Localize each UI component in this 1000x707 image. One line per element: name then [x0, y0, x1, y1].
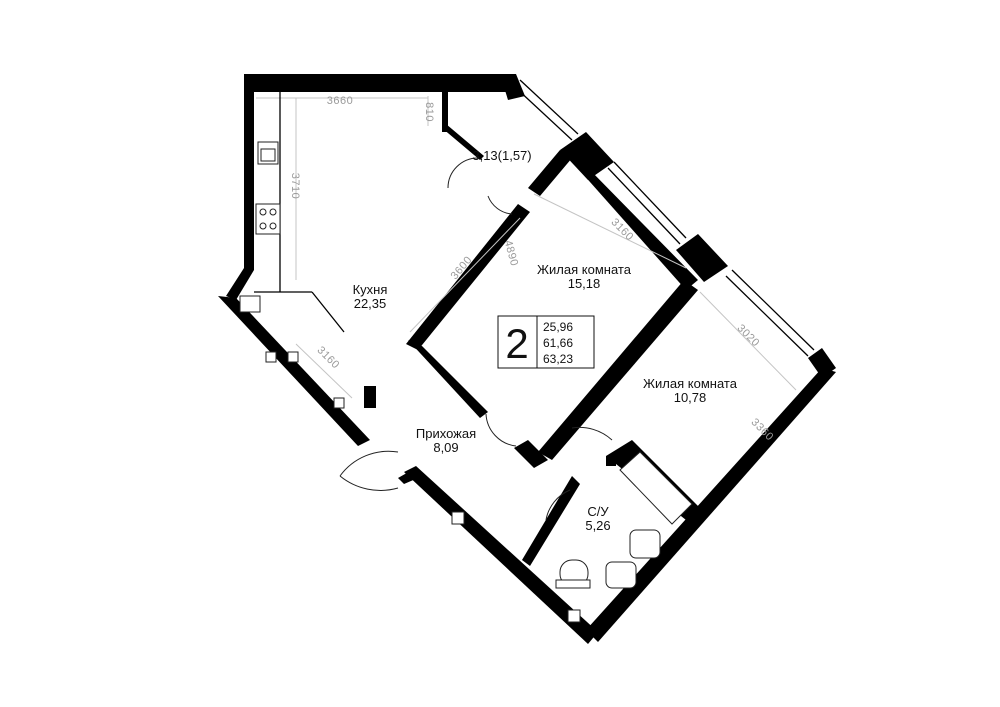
dimension-label: 3160	[315, 344, 342, 371]
bathtub-icon	[619, 451, 693, 525]
bathroom-area: 5,26	[585, 518, 610, 533]
bedroom2-area: 10,78	[674, 390, 707, 405]
dimension-label: 4890	[502, 239, 520, 268]
outer-walls	[218, 74, 836, 644]
bedroom1-name: Жилая комната	[537, 262, 632, 277]
living-area: 25,96	[543, 320, 573, 334]
balcony-label: 3,13(1,57)	[472, 148, 531, 163]
total-area-with-balcony: 63,23	[543, 352, 573, 366]
stove-icon	[255, 203, 281, 235]
ventilation-icon	[265, 351, 581, 623]
windows	[515, 79, 815, 357]
dimension-lines	[256, 96, 797, 399]
sink-icon	[257, 141, 279, 165]
hallway-name: Прихожая	[416, 426, 476, 441]
bathroom-name: С/У	[587, 504, 609, 519]
fridge-icon	[239, 295, 261, 313]
kitchen-area: 22,35	[354, 296, 387, 311]
doors	[339, 157, 613, 521]
bedroom2-name: Жилая комната	[643, 376, 738, 391]
total-area: 61,66	[543, 336, 573, 350]
washbasin-icon	[605, 529, 661, 589]
dimension-label: 3660	[327, 95, 353, 107]
kitchen-name: Кухня	[353, 282, 388, 297]
dimension-label: 3020	[735, 322, 762, 349]
kitchen-counter	[254, 92, 345, 333]
bedroom1-area: 15,18	[568, 276, 601, 291]
rooms-count: 2	[505, 320, 528, 367]
toilet-icon	[555, 559, 591, 589]
hallway-area: 8,09	[433, 440, 458, 455]
dimension-label: 3710	[289, 173, 301, 199]
apartment-summary-box: 2 25,96 61,66 63,23	[497, 315, 595, 369]
dimension-label: 810	[423, 102, 435, 122]
